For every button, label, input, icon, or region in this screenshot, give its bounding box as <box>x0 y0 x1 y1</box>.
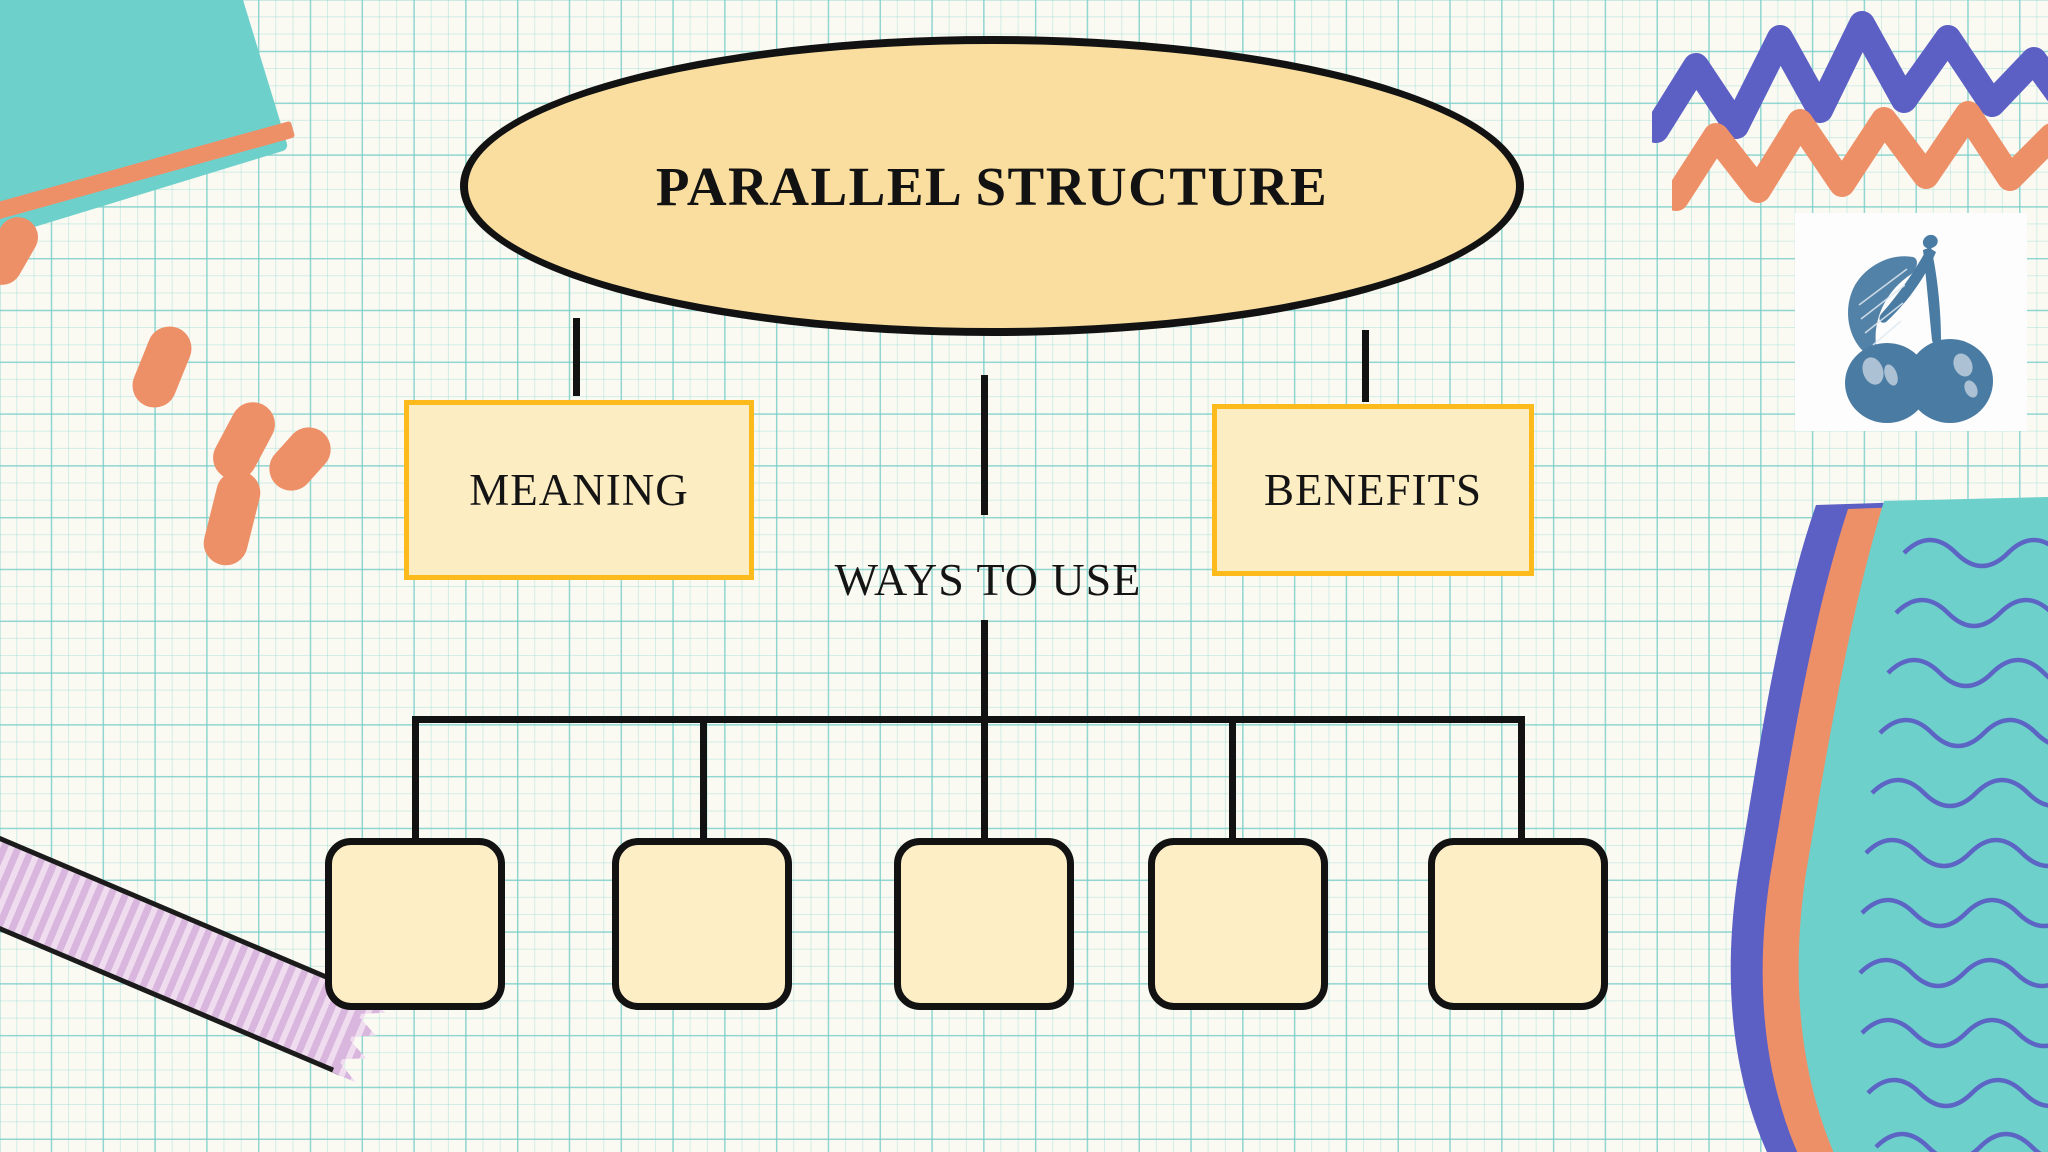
connector-root-to-ways <box>981 375 988 515</box>
bracket-leg-4 <box>1229 716 1236 842</box>
connector-root-to-meaning <box>573 318 580 396</box>
leaf-node-4[interactable] <box>1148 838 1328 1010</box>
bracket-leg-5 <box>1518 716 1525 842</box>
branch-label-benefits: BENEFITS <box>1263 465 1482 515</box>
bracket-leg-1 <box>412 716 419 842</box>
bracket-leg-3 <box>981 716 988 842</box>
leaf-node-1[interactable] <box>325 838 505 1010</box>
root-node-ellipse[interactable]: PARALLEL STRUCTURE <box>460 36 1524 336</box>
branch-label-meaning: MEANING <box>469 465 689 515</box>
bracket-leg-2 <box>700 716 707 842</box>
branch-label-ways-to-use: WAYS TO USE <box>834 554 1142 605</box>
connector-ways-to-bracket <box>981 620 988 720</box>
leaf-node-2[interactable] <box>612 838 792 1010</box>
tree-bracket-horizontal <box>412 716 1525 723</box>
branch-node-benefits[interactable]: BENEFITS <box>1212 404 1534 576</box>
branch-node-meaning[interactable]: MEANING <box>404 400 754 580</box>
page-title: PARALLEL STRUCTURE <box>655 155 1329 217</box>
connector-root-to-benefits <box>1362 330 1369 402</box>
leaf-node-5[interactable] <box>1428 838 1608 1010</box>
leaf-node-3[interactable] <box>894 838 1074 1010</box>
